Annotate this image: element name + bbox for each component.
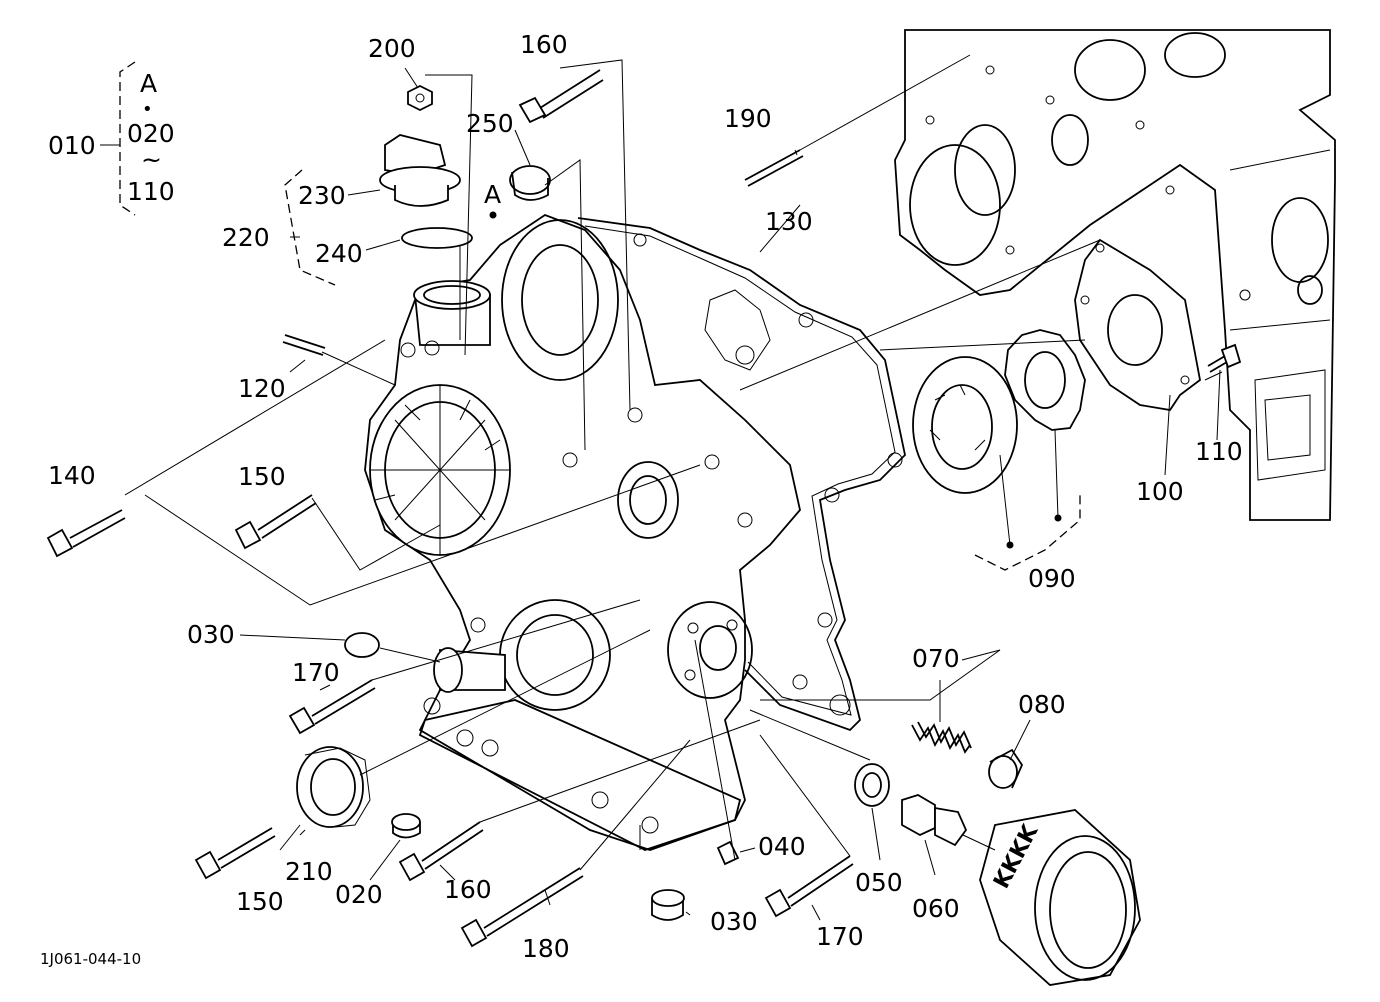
oil-filler-cap — [379, 134, 461, 207]
callout-170-lower: 170 — [816, 922, 864, 951]
callout-210: 210 — [285, 857, 333, 886]
callout-110: 110 — [1195, 437, 1243, 466]
callouts: 200 160 250 190 230 220 240 130 120 110 … — [48, 30, 1243, 963]
set-screw-040 — [716, 840, 740, 866]
plug-250 — [509, 165, 551, 201]
gear-case-housing — [364, 213, 801, 851]
range-tilde: ~ — [141, 145, 162, 174]
group-bracket-220 — [284, 169, 336, 286]
callout-020: 020 — [335, 880, 383, 909]
group-bracket-090 — [974, 495, 1081, 571]
callout-180: 180 — [522, 934, 570, 963]
callout-190: 190 — [724, 104, 772, 133]
callout-050: 050 — [855, 868, 903, 897]
callout-170-upper: 170 — [292, 658, 340, 687]
o-ring — [401, 227, 473, 249]
callout-090: 090 — [1028, 564, 1076, 593]
plug-030-lower — [651, 889, 685, 921]
nut — [407, 84, 433, 112]
relief-valve-cap — [988, 748, 1024, 789]
plug-020 — [391, 813, 421, 839]
oil-pump-cover — [1074, 238, 1201, 411]
callout-200: 200 — [368, 34, 416, 63]
oil-pressure-switch — [901, 794, 968, 847]
callout-230: 230 — [298, 181, 346, 210]
callout-030-upper: 030 — [187, 620, 235, 649]
callout-130: 130 — [765, 207, 813, 236]
callout-160-lower: 160 — [444, 875, 492, 904]
range-to: 110 — [127, 177, 175, 206]
oil-pump-outer-rotor — [912, 356, 1018, 494]
group-bracket-010 — [119, 61, 136, 216]
leader-lines — [100, 54, 1223, 921]
plug-030-upper — [344, 632, 380, 658]
callout-140: 140 — [48, 461, 96, 490]
callout-150-lower: 150 — [236, 887, 284, 916]
gasket — [577, 217, 906, 732]
group-range-label: 010 A • 020 ~ 110 — [48, 69, 175, 206]
oil-seal — [296, 746, 371, 828]
range-from: 020 — [127, 119, 175, 148]
callout-030-lower: 030 — [710, 907, 758, 936]
range-marker-a: A — [140, 69, 157, 98]
callout-080: 080 — [1018, 690, 1066, 719]
callout-150-upper: 150 — [238, 462, 286, 491]
callout-160-top: 160 — [520, 30, 568, 59]
range-dot: • — [142, 99, 153, 120]
callout-070: 070 — [912, 644, 960, 673]
leader-dots — [489, 211, 1062, 549]
callout-220: 220 — [222, 223, 270, 252]
oil-filter-cartridge: KKKK — [979, 809, 1141, 986]
callout-010: 010 — [48, 131, 96, 160]
callout-120: 120 — [238, 374, 286, 403]
relief-valve-spring — [911, 721, 972, 754]
callout-240: 240 — [315, 239, 363, 268]
bolts — [46, 69, 1242, 948]
reference-marker-a: A — [484, 180, 501, 209]
callout-250: 250 — [466, 109, 514, 138]
document-code: 1J061-044-10 — [40, 950, 141, 968]
engine-block — [894, 29, 1336, 521]
oil-pump-inner-rotor — [1004, 329, 1086, 431]
washer-050 — [854, 763, 890, 807]
callout-040: 040 — [758, 832, 806, 861]
callout-060: 060 — [912, 894, 960, 923]
callout-100: 100 — [1136, 477, 1184, 506]
